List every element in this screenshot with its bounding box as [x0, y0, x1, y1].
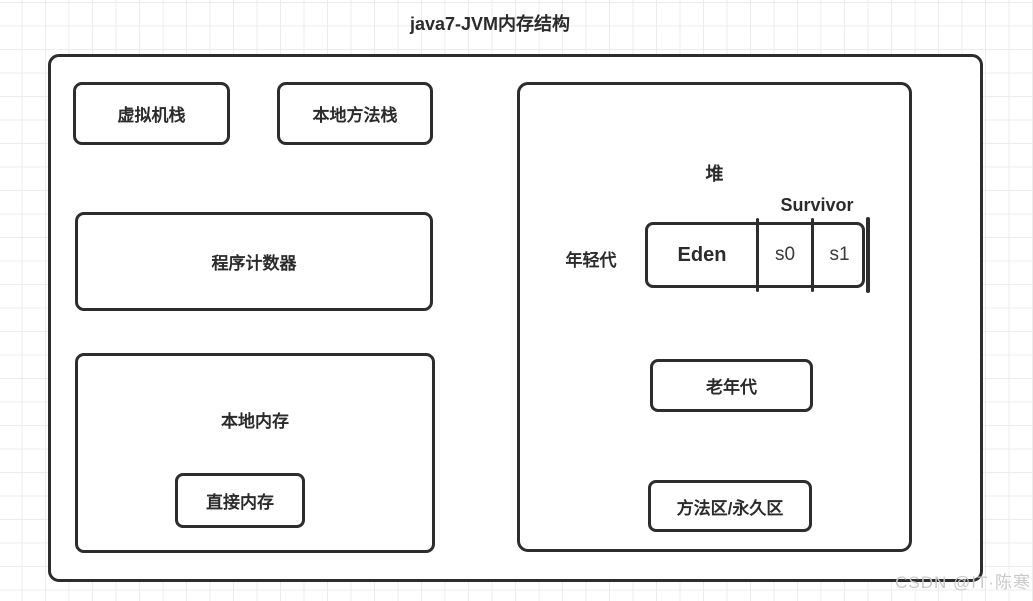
s0-cell: s0: [774, 244, 796, 265]
young-gen-box: [645, 222, 865, 288]
direct-memory-label: 直接内存: [206, 493, 274, 512]
native-memory-label: 本地内存: [221, 412, 289, 431]
native-method-stack-label: 本地方法栈: [312, 106, 398, 125]
program-counter-box: 程序计数器: [75, 212, 433, 311]
s1-cell: s1: [829, 244, 850, 265]
program-counter-label: 程序计数器: [211, 254, 297, 273]
diagram-title: java7-JVM内存结构: [409, 14, 571, 34]
method-area-box: 方法区/永久区: [648, 480, 812, 532]
heap-container: [517, 82, 912, 552]
csdn-watermark: CSDN @IT·陈寒: [895, 573, 1031, 592]
eden-cell: Eden: [677, 243, 727, 266]
vm-stack-box: 虚拟机栈: [73, 82, 230, 145]
s0-s1-divider: [811, 218, 814, 292]
old-gen-box: 老年代: [650, 359, 813, 412]
method-area-label: 方法区/永久区: [676, 498, 784, 518]
heap-label: 堆: [705, 164, 724, 184]
eden-s0-divider: [756, 218, 759, 292]
young-gen-end-stroke: [866, 217, 870, 293]
direct-memory-box: 直接内存: [175, 473, 305, 528]
old-gen-label: 老年代: [706, 378, 757, 397]
native-method-stack-box: 本地方法栈: [277, 82, 433, 145]
young-gen-label: 年轻代: [565, 251, 617, 270]
vm-stack-label: 虚拟机栈: [117, 106, 186, 125]
survivor-label: Survivor: [780, 195, 854, 215]
